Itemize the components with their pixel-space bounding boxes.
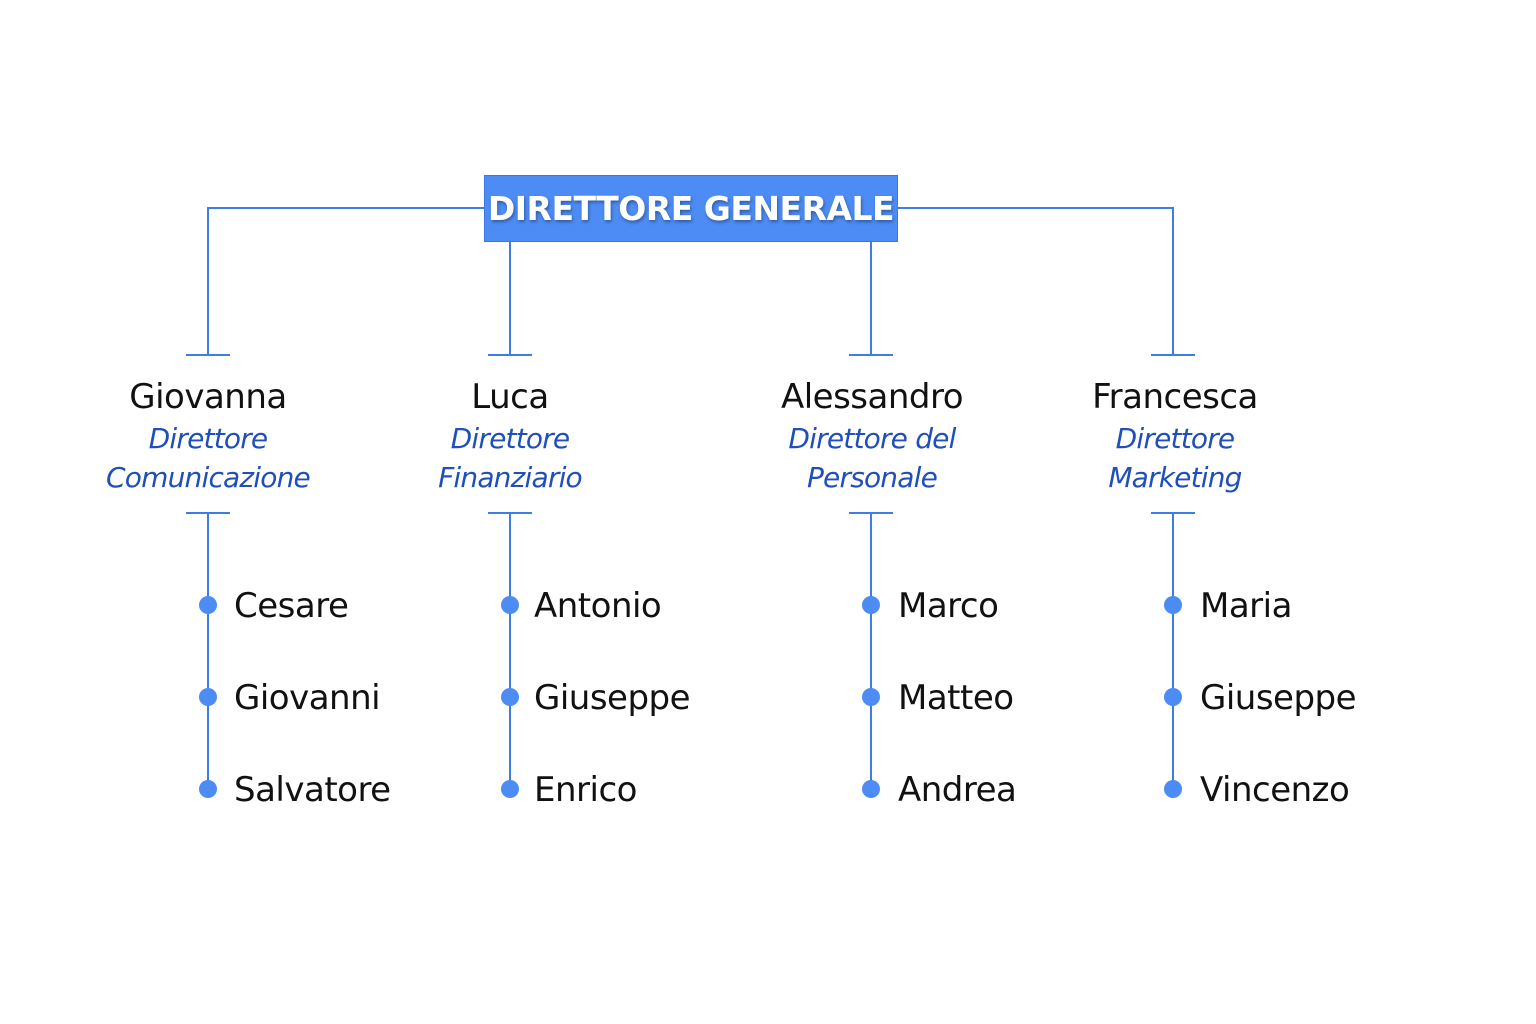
root-node-title: DIRETTORE GENERALE (487, 189, 895, 228)
director-role-line2: Finanziario (438, 461, 583, 494)
employee-name: Andrea (898, 770, 1017, 810)
list-line-giovanna (207, 512, 209, 790)
bullet-dot-icon (501, 780, 519, 798)
connector-v-francesca (1172, 207, 1174, 355)
list-line-francesca (1172, 512, 1174, 790)
bullet-dot-icon (1164, 780, 1182, 798)
bullet-dot-icon (862, 688, 880, 706)
director-role-line2: Comunicazione (106, 461, 311, 494)
connector-v-luca (509, 242, 511, 355)
employee-name: Cesare (234, 586, 349, 626)
director-role-line1: Direttore (450, 422, 571, 455)
connector-top-left (207, 207, 485, 209)
tcap-francesca (1151, 354, 1195, 356)
employee-name: Enrico (534, 770, 637, 810)
list-line-luca (509, 512, 511, 790)
director-name: Luca (471, 377, 549, 417)
director-role-line1: Direttore del (788, 422, 956, 455)
employee-name: Giuseppe (534, 678, 691, 718)
director-role-line2: Marketing (1108, 461, 1242, 494)
employee-name: Giuseppe (1200, 678, 1357, 718)
list-line-alessandro (870, 512, 872, 790)
connector-v-giovanna (207, 207, 209, 355)
connector-top-right (897, 207, 1174, 209)
director-name: Giovanna (129, 377, 287, 417)
employee-name: Giovanni (234, 678, 381, 718)
root-node-box: DIRETTORE GENERALE (484, 175, 898, 242)
employee-name: Vincenzo (1200, 770, 1350, 810)
employee-name: Matteo (898, 678, 1014, 718)
tcap-alessandro (849, 354, 893, 356)
employee-name: Maria (1200, 586, 1292, 626)
tcap-luca (488, 354, 532, 356)
connector-v-alessandro (870, 242, 872, 355)
bullet-dot-icon (1164, 688, 1182, 706)
bullet-dot-icon (501, 596, 519, 614)
bullet-dot-icon (199, 688, 217, 706)
employee-name: Salvatore (234, 770, 391, 810)
bullet-dot-icon (862, 780, 880, 798)
bullet-dot-icon (199, 780, 217, 798)
employee-name: Antonio (534, 586, 662, 626)
employee-name: Marco (898, 586, 999, 626)
bullet-dot-icon (199, 596, 217, 614)
bullet-dot-icon (1164, 596, 1182, 614)
bullet-dot-icon (501, 688, 519, 706)
tcap-giovanna (186, 354, 230, 356)
director-role-line1: Direttore (1115, 422, 1236, 455)
director-role-line2: Personale (806, 461, 938, 494)
director-name: Alessandro (780, 377, 964, 417)
director-name: Francesca (1092, 377, 1258, 417)
bullet-dot-icon (862, 596, 880, 614)
director-role-line1: Direttore (148, 422, 269, 455)
